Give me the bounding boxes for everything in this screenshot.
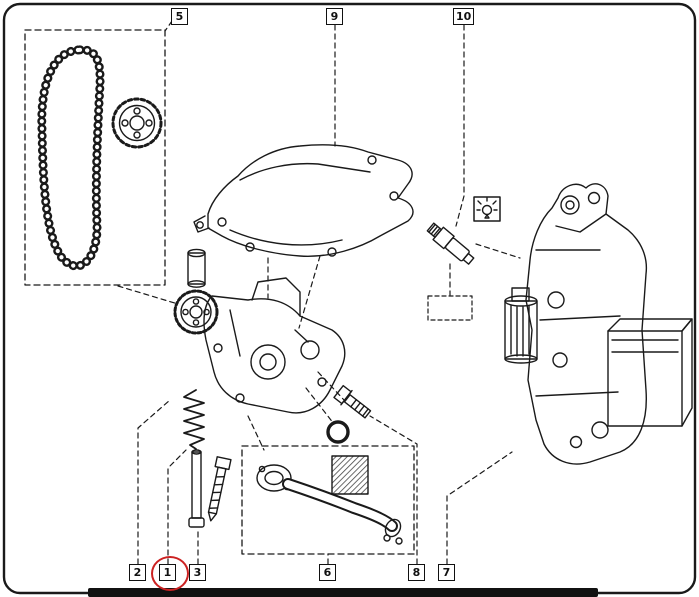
oil-pump-body bbox=[203, 277, 346, 414]
pump-bushing bbox=[187, 248, 206, 288]
o-ring bbox=[326, 420, 350, 444]
leader-lines bbox=[117, 20, 521, 565]
mounting-screw bbox=[207, 456, 232, 522]
callout-6[interactable]: 6 bbox=[319, 564, 336, 581]
oil-cooler bbox=[607, 318, 693, 427]
callout-5[interactable]: 5 bbox=[171, 8, 188, 25]
timing-cover bbox=[193, 144, 414, 257]
callout-2[interactable]: 2 bbox=[129, 564, 146, 581]
callout-10[interactable]: 10 bbox=[453, 8, 475, 25]
oil-pressure-indicator-icon bbox=[476, 197, 498, 219]
group-box-suction bbox=[241, 445, 415, 555]
oil-filter bbox=[504, 287, 538, 364]
bottom-bar bbox=[88, 588, 598, 597]
suction-pipe bbox=[256, 455, 403, 545]
engine-block-assembly bbox=[525, 183, 648, 465]
indicator-box bbox=[473, 196, 501, 222]
oil-pressure-sensor bbox=[426, 222, 475, 265]
callout-7[interactable]: 7 bbox=[438, 564, 455, 581]
strainer-screen bbox=[331, 455, 369, 495]
long-stud bbox=[188, 449, 205, 528]
group-box-chain bbox=[24, 29, 166, 286]
relief-spring bbox=[183, 389, 205, 450]
gasket-box bbox=[427, 295, 473, 321]
callout-3[interactable]: 3 bbox=[189, 564, 206, 581]
callout-1[interactable]: 1 bbox=[159, 564, 176, 581]
callout-9[interactable]: 9 bbox=[326, 8, 343, 25]
crank-sprocket bbox=[111, 97, 163, 149]
hex-bolt bbox=[333, 384, 372, 419]
callout-8[interactable]: 8 bbox=[408, 564, 425, 581]
timing-chain bbox=[37, 45, 105, 271]
pump-sprocket bbox=[173, 289, 219, 335]
